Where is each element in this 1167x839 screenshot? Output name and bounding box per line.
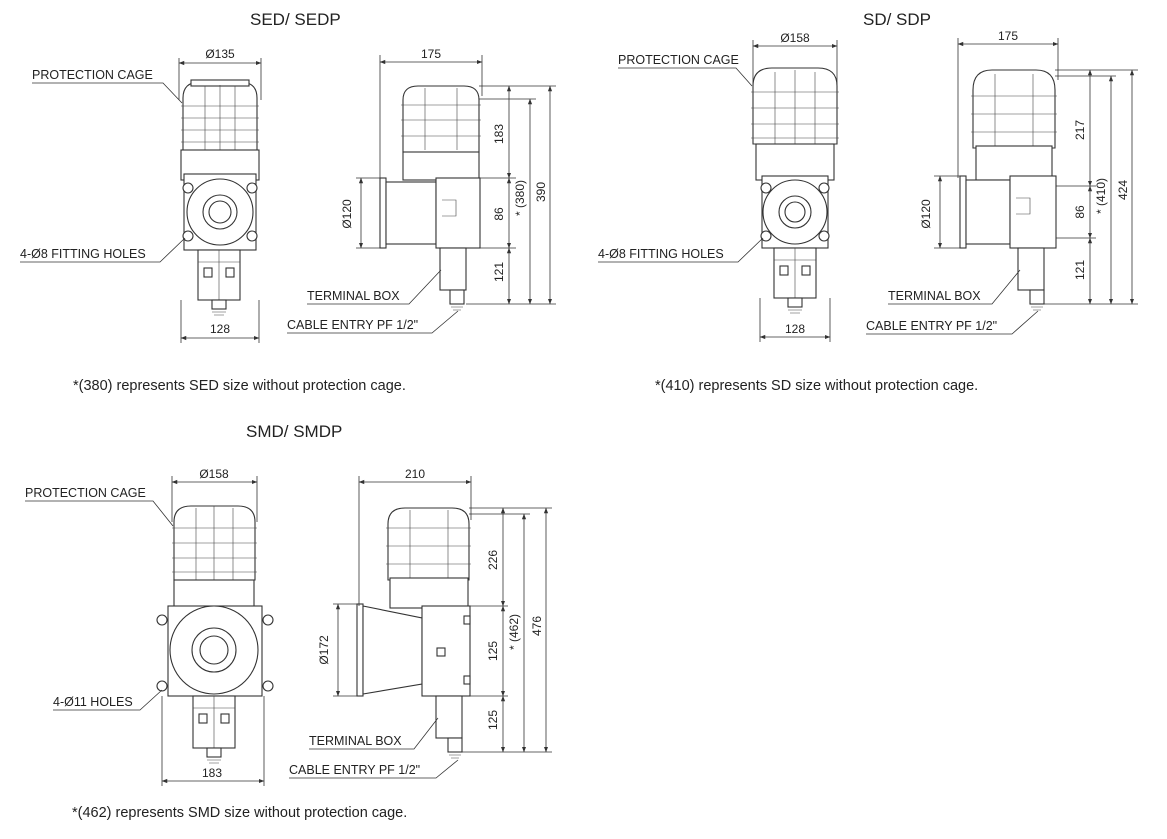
label-protection-cage: PROTECTION CAGE <box>25 486 146 500</box>
label-protection-cage: PROTECTION CAGE <box>32 68 153 82</box>
dim-lower: 121 <box>1073 260 1087 280</box>
dim-side-width: 175 <box>998 29 1018 43</box>
dim-top-dia: Ø158 <box>780 31 810 45</box>
front-dimensions: Ø158 183 PROTECTION CAGE 4-Ø11 HOLES <box>25 467 265 786</box>
label-cable-entry: CABLE ENTRY PF 1/2" <box>287 318 418 332</box>
label-terminal-box: TERMINAL BOX <box>888 289 981 303</box>
diagram-title: SED/ SEDP <box>250 10 341 29</box>
dim-upper: 217 <box>1073 120 1087 140</box>
label-cable-entry: CABLE ENTRY PF 1/2" <box>866 319 997 333</box>
label-fitting-holes: 4-Ø8 FITTING HOLES <box>598 247 724 261</box>
dim-bottom-width: 183 <box>202 766 222 780</box>
dim-middle: 125 <box>486 641 500 661</box>
dim-without-cage: * (410) <box>1094 178 1108 214</box>
front-dimensions: Ø158 128 PROTECTION CAGE 4-Ø8 FITTING HO… <box>598 31 838 342</box>
note: *(410) represents SD size without protec… <box>655 378 978 394</box>
diagram-sd: SD/ SDP Ø158 128 PROTECTION CAGE <box>598 10 1138 394</box>
label-cable-entry: CABLE ENTRY PF 1/2" <box>289 763 420 777</box>
label-fitting-holes: 4-Ø11 HOLES <box>53 695 133 709</box>
label-terminal-box: TERMINAL BOX <box>307 289 400 303</box>
side-dimensions: 175 Ø120 183 86 121 * (380) 390 TERMINAL… <box>287 47 556 334</box>
side-view <box>379 85 481 311</box>
dim-top-dia: Ø135 <box>205 47 235 61</box>
front-view <box>180 79 260 316</box>
diagram-sed: SED/ SEDP Ø135 128 <box>20 10 556 394</box>
dim-total: 390 <box>534 182 548 202</box>
dim-middle: 86 <box>1073 205 1087 219</box>
front-view <box>751 67 839 314</box>
dim-total: 424 <box>1116 180 1130 200</box>
dim-total: 476 <box>530 616 544 636</box>
dim-upper: 183 <box>492 124 506 144</box>
diagram-title: SD/ SDP <box>863 10 931 29</box>
dim-side-dia: Ø172 <box>317 635 331 665</box>
diagram-title: SMD/ SMDP <box>246 422 342 441</box>
label-fitting-holes: 4-Ø8 FITTING HOLES <box>20 247 146 261</box>
side-dimensions: 175 Ø120 217 86 121 * (410) 424 TERMINAL… <box>866 29 1138 335</box>
dim-upper: 226 <box>486 550 500 570</box>
dim-lower: 125 <box>486 710 500 730</box>
dim-side-dia: Ø120 <box>340 199 354 229</box>
dim-without-cage: * (462) <box>507 614 521 650</box>
front-view <box>156 505 274 764</box>
dim-bottom-width: 128 <box>210 322 230 336</box>
dim-middle: 86 <box>492 207 506 221</box>
dim-without-cage: * (380) <box>513 180 527 216</box>
side-dimensions: 210 Ø172 226 125 125 * (462) 476 TERMINA… <box>289 467 552 779</box>
note: *(462) represents SMD size without prote… <box>72 805 407 821</box>
dim-side-width: 175 <box>421 47 441 61</box>
dim-bottom-width: 128 <box>785 322 805 336</box>
dim-top-dia: Ø158 <box>199 467 229 481</box>
dim-side-width: 210 <box>405 467 425 481</box>
front-dimensions: Ø135 128 PROTECTION CAGE 4-Ø8 FITTING HO… <box>20 47 262 343</box>
diagram-smd: SMD/ SMDP Ø158 183 PROTECTION CAG <box>25 422 552 821</box>
side-view <box>356 507 471 759</box>
label-protection-cage: PROTECTION CAGE <box>618 53 739 67</box>
side-view <box>959 69 1057 311</box>
dim-side-dia: Ø120 <box>919 199 933 229</box>
dim-lower: 121 <box>492 262 506 282</box>
note: *(380) represents SED size without prote… <box>73 378 406 394</box>
label-terminal-box: TERMINAL BOX <box>309 734 402 748</box>
